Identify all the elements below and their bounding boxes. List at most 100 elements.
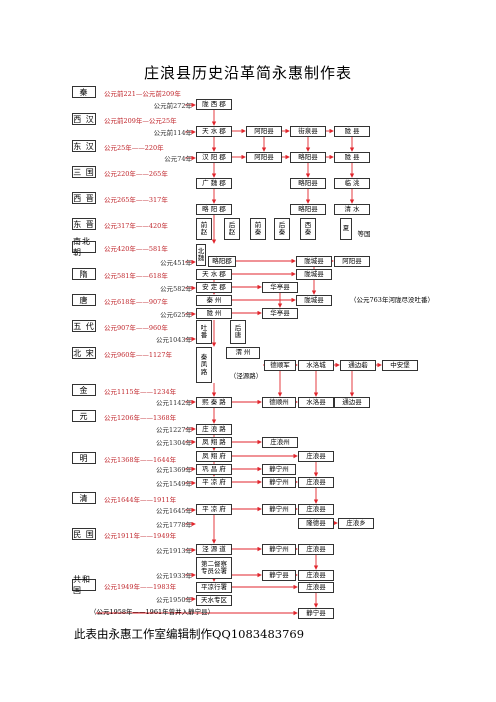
unit-longcheng_tang: 陇城县: [296, 295, 332, 306]
year-label: 公元1645年: [155, 507, 192, 515]
dynasty-period: 公元581年——618年: [104, 272, 168, 280]
unit-longcheng_sui: 陇城县: [296, 269, 332, 280]
dynasty-period: 公元1115年——1234年: [104, 388, 177, 396]
unit-xia: 夏: [340, 218, 352, 240]
unit-jingning_mg: 静宁州: [262, 544, 296, 555]
dynasty-box: 元: [72, 410, 96, 422]
unit-houqin: 后 秦: [274, 218, 290, 240]
unit-tongbian_jin: 通边县: [334, 397, 370, 408]
unit-jingning_ming: 静宁州: [262, 464, 296, 475]
unit-zhuanglang_xiang: 庄浪乡: [338, 518, 374, 529]
unit-pingliang_ming: 平 凉 府: [196, 477, 232, 488]
year-label: 公元1950年: [155, 596, 192, 604]
unit-jingning_mg2: 静宁县: [262, 570, 296, 581]
unit-jingning_ming2: 静宁州: [262, 477, 296, 488]
unit-xiqin: 西 秦: [300, 218, 316, 240]
unit-pingliang_qing: 平 凉 府: [196, 504, 232, 515]
unit-shuiluo_jin: 水洛县: [298, 397, 334, 408]
unit-zhuanglang_ming: 庄浪县: [298, 451, 334, 462]
unit-zhuanglang_road: 庄 浪 路: [196, 424, 232, 435]
year-label: 公元1369年: [155, 466, 192, 474]
year-label: 公元1304年: [155, 439, 192, 447]
year-label: 公元1043年: [155, 336, 192, 344]
dynasty-box: 三 国: [72, 166, 96, 178]
dynasty-period: 公元1949年——1983年: [104, 583, 177, 591]
dynasty-period: 公元前209年—公元25年: [104, 117, 177, 125]
unit-zhuanglang_ming2: 庄浪县: [298, 477, 334, 488]
dynasty-period: 公元220年——265年: [104, 170, 168, 178]
year-label: 公元451年: [160, 259, 192, 267]
dynasty-box: 西 晋: [72, 192, 96, 204]
unit-tianshui_han: 天 水 郡: [196, 126, 232, 137]
unit-tianshui_zq: 天水专区: [196, 595, 232, 606]
unit-longcheng: 陇城县: [296, 256, 332, 267]
dynasty-period: 公元1911年——1949年: [104, 532, 177, 540]
year-label: 公元1227年: [155, 426, 192, 434]
unit-shuiluo: 水洛城: [298, 360, 334, 371]
unit-qingshui_xj: 清 水: [334, 204, 370, 215]
unit-lveyang_sg: 略阳县: [290, 178, 326, 189]
year-label: 公元1549年: [155, 480, 192, 488]
unit-longzhou: 陇 州: [196, 308, 232, 319]
page-title: 庄浪县历史沿革简永惠制作表: [143, 64, 352, 82]
dynasty-period: 公元1206年——1368年: [104, 414, 177, 422]
dynasty-period: 公元317年——420年: [104, 222, 168, 230]
unit-ayang_han: 阿阳县: [246, 126, 282, 137]
unit-lveyang_jun: 略 阳 郡: [196, 204, 232, 215]
dynasty-box: 共和国: [72, 575, 96, 595]
unit-ayang_bw: 阿阳县: [334, 256, 370, 267]
unit-guangwei: 广 魏 郡: [196, 178, 232, 189]
unit-qianqin: 前 秦: [250, 218, 266, 240]
dynasty-period: 公元618年——907年: [104, 298, 168, 306]
dynasty-box: 清: [72, 492, 96, 504]
year-label: 公元1778年: [155, 521, 192, 529]
unit-qinfeng: 秦 凤 路: [196, 347, 212, 383]
year-label: 公元1913年: [155, 547, 192, 555]
year-note: （公元1958年——1961年曾并入静宁县）: [90, 608, 215, 616]
year-label: 公元625年: [160, 311, 192, 319]
dynasty-period: 公元420年——581年: [104, 245, 168, 253]
unit-zhuanglangzhou: 庄浪州: [262, 437, 298, 448]
unit-anding: 安 定 郡: [196, 282, 232, 293]
year-label: 公元1142年: [155, 399, 192, 407]
dynasty-box: 唐: [72, 294, 96, 306]
unit-jingyuan: （泾源路）: [226, 371, 266, 383]
dynasty-box: 金: [72, 384, 96, 396]
footer-credit: 此表由永惠工作室编辑制作QQ1083483769: [74, 627, 305, 641]
unit-qian: 前 赵: [196, 218, 212, 240]
year-label: 公元前114年: [153, 129, 192, 137]
unit-zhuanglang_prc: 庄浪县: [298, 582, 334, 593]
unit-cheng_ji_han: 街泉县: [290, 126, 326, 137]
unit-tubo: 吐 番: [196, 320, 212, 344]
unit-lveyang_xj: 略阳县: [290, 204, 326, 215]
unit-zhuanglang_mg: 庄浪县: [298, 544, 334, 555]
unit-gongchang: 巩 昌 府: [196, 464, 232, 475]
year-label: 公元前272年: [153, 102, 192, 110]
unit-fengxiang_yuan: 凤 翔 路: [196, 437, 232, 448]
dynasty-period: 公元907年——960年: [104, 324, 168, 332]
dynasty-box: 北 宋: [72, 347, 96, 359]
dynasty-box: 明: [72, 452, 96, 464]
unit-longxian_han: 陇 县: [334, 126, 370, 137]
dynasty-box: 秦: [72, 86, 96, 98]
dynasty-period: 公元前221—公元前209年: [104, 90, 181, 98]
unit-tang_note: （公元763年河陇尽没吐番）: [333, 295, 451, 306]
unit-jingning_qing: 静宁州: [262, 504, 296, 515]
unit-fengxiang_jin: 熙 秦 路: [196, 397, 232, 408]
unit-houtang: 后 唐: [230, 320, 246, 344]
unit-fengxiang_fu: 凤 翔 府: [196, 451, 232, 462]
unit-dezhunzhai: 德顺军: [264, 360, 296, 371]
year-label: 公元74年: [164, 155, 192, 163]
dynasty-box: 民 国: [72, 528, 96, 540]
unit-zhongan: 中安堡: [382, 360, 418, 371]
dynasty-box: 东 晋: [72, 218, 96, 230]
unit-lveyang_dh: 略阳县: [290, 152, 326, 163]
dynasty-period: 公元960年——1127年: [104, 351, 172, 359]
unit-qinzhou: 秦 州: [196, 295, 232, 306]
dynasty-box: 五 代: [72, 320, 96, 332]
dynasty-box: 南北朝: [72, 237, 96, 257]
year-label: 公元582年: [160, 285, 192, 293]
unit-huating_tang: 华亭县: [262, 308, 298, 319]
unit-ayang_dh: 阿阳县: [246, 152, 282, 163]
unit-deshunzhou_jin: 德顺州: [262, 397, 296, 408]
